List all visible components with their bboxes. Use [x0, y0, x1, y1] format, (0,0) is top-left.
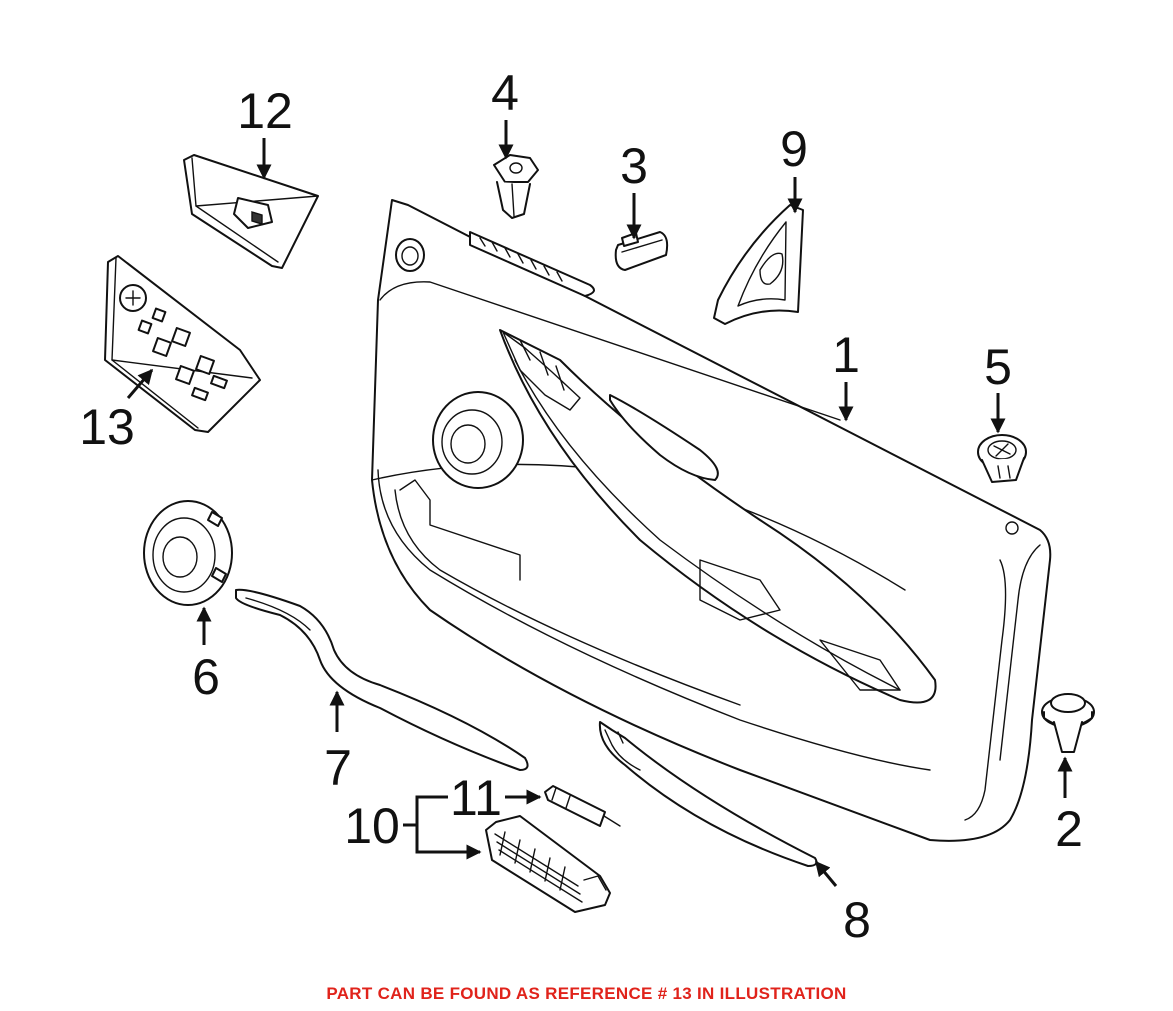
speaker-cover: [143, 500, 233, 606]
trim-strip: [235, 588, 529, 771]
callout-12: 12: [237, 83, 293, 139]
callout-1: 1: [832, 327, 860, 383]
callout-8: 8: [843, 892, 871, 948]
callout-13: 13: [79, 399, 135, 455]
lower-trim-strip: [598, 721, 818, 867]
callout-11: 11: [450, 770, 502, 826]
leader-arrows: [126, 120, 1073, 887]
callout-4: 4: [491, 65, 519, 121]
callout-10: 10: [344, 798, 400, 854]
push-pin-clip: [1041, 693, 1095, 753]
grommet-nut: [493, 154, 539, 219]
retaining-clip: [614, 231, 669, 271]
door-trim-panel: [371, 199, 1052, 842]
callout-5: 5: [984, 339, 1012, 395]
arrow-13: [126, 368, 154, 399]
callout-2: 2: [1055, 801, 1083, 857]
round-clip: [977, 434, 1027, 483]
bracket-housing: [485, 815, 611, 913]
pin-fastener: [544, 785, 621, 827]
reference-note: PART CAN BE FOUND AS REFERENCE # 13 IN I…: [326, 984, 847, 1003]
callout-3: 3: [620, 138, 648, 194]
callout-6: 6: [192, 649, 220, 705]
callout-7: 7: [324, 740, 352, 796]
single-switch-bezel: [183, 154, 319, 269]
mirror-triangle-cover: [713, 204, 804, 325]
arrow-8: [814, 860, 838, 887]
callout-labels: 1 2 3 4 5 6 7 8 9 10 11 12 13: [79, 65, 1083, 948]
multi-switch-panel: [104, 255, 261, 433]
callout-9: 9: [780, 121, 808, 177]
